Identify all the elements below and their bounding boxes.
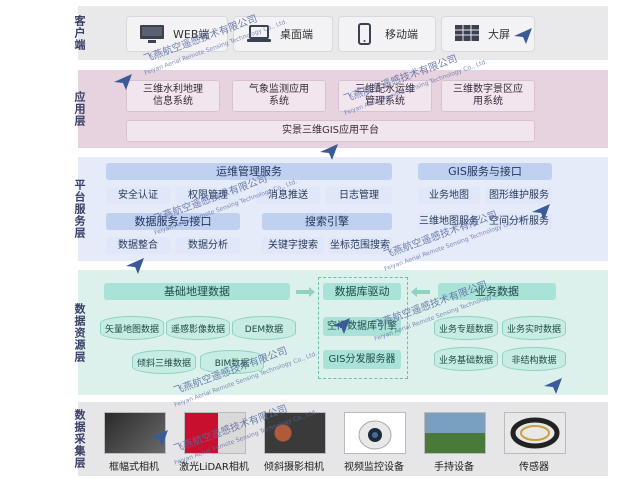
layer-label-collect: 数据采集层 (73, 409, 86, 469)
data-item-1: 数据整合 (106, 237, 170, 254)
collect-label-6: 传感器 (519, 462, 549, 473)
base-item-oblique: 倾斜三维数据 (132, 350, 196, 374)
app-system-2: 气象监测应用 系统 (232, 80, 326, 112)
collect-label-2: 激光LiDAR相机 (179, 462, 249, 473)
arrow-right-icon (411, 287, 430, 297)
ops-item-1: 安全认证 (106, 187, 170, 204)
sensor-image (504, 412, 566, 454)
gis-item-1: 业务地图 (418, 187, 480, 204)
search-item-1: 关键字搜索 (262, 237, 324, 254)
client-web: WEB端 (126, 16, 228, 52)
plane-logo-icon (544, 378, 562, 394)
client-bigscreen-label: 大屏 (488, 28, 510, 41)
plane-logo-icon (320, 144, 338, 160)
client-desktop: 桌面端 (233, 16, 333, 52)
engine-item-2: GIS分发服务器 (323, 350, 401, 369)
plane-logo-icon (126, 258, 144, 274)
plane-logo-icon (332, 318, 350, 334)
gis-item-4: 空间分析服务 (486, 213, 552, 230)
ops-item-2: 权限管理 (176, 187, 240, 204)
handheld-device-image (424, 412, 486, 454)
engine-group (318, 277, 408, 379)
app-platform-bar: 实景三维GIS应用平台 (126, 120, 535, 142)
data-service-title: 数据服务与接口 (106, 213, 240, 230)
collect-label-5: 手持设备 (434, 462, 474, 473)
collect-label-1: 框幅式相机 (109, 462, 159, 473)
client-desktop-label: 桌面端 (280, 28, 313, 41)
biz-item-3: 业务基础数据 (434, 347, 498, 371)
biz-item-1: 业务专题数据 (434, 316, 498, 340)
search-item-2: 坐标范围搜索 (328, 237, 392, 254)
gis-item-3: 三维地图服务 (418, 213, 480, 230)
layer-label-app: 应用层 (73, 91, 86, 127)
lidar-camera-image (184, 412, 246, 454)
plane-logo-icon (514, 28, 532, 44)
monitor-icon (139, 24, 165, 44)
cctv-camera-image (344, 412, 406, 454)
app-system-1: 三维水利地理 信息系统 (126, 80, 220, 112)
laptop-icon (246, 24, 272, 44)
layer-label-client: 客户端 (73, 15, 86, 51)
app-system-4: 三维数字景区应 用系统 (441, 80, 535, 112)
dome-camera-icon (358, 420, 392, 450)
data-item-2: 数据分析 (176, 237, 240, 254)
engine-title: 数据库驱动 (323, 283, 401, 300)
biz-item-4: 非结构数据 (502, 347, 566, 371)
ops-item-3: 消息推送 (256, 187, 320, 204)
plane-logo-icon (532, 204, 550, 220)
collect-label-3: 倾斜摄影相机 (264, 462, 324, 473)
ops-item-4: 日志管理 (326, 187, 392, 204)
cable-icon (510, 417, 560, 449)
client-mobile: 移动端 (338, 16, 436, 52)
biz-item-2: 业务实时数据 (502, 316, 566, 340)
search-engine-title: 搜索引擎 (262, 213, 392, 230)
layer-label-platform: 平台服务层 (73, 179, 86, 239)
layer-label-resource: 数据资源层 (73, 302, 86, 363)
gis-service-title: GIS服务与接口 (418, 163, 552, 180)
ops-service-title: 运维管理服务 (106, 163, 392, 180)
base-item-dem: DEM数据 (232, 316, 296, 340)
app-system-3: 三维配水运维 管理系统 (338, 80, 432, 112)
gis-item-2: 图形维护服务 (486, 187, 552, 204)
biz-data-title: 业务数据 (438, 283, 556, 300)
frame-camera-image (104, 412, 166, 454)
grid-screen-icon (454, 24, 480, 44)
client-web-label: WEB端 (173, 28, 210, 41)
base-geo-title: 基础地理数据 (104, 283, 290, 300)
phone-icon (351, 23, 377, 45)
collect-label-4: 视频监控设备 (344, 462, 404, 473)
plane-logo-icon (150, 430, 168, 446)
arrow-left-icon (296, 287, 315, 297)
base-item-bim: BIM数据 (200, 350, 264, 374)
oblique-camera-image (264, 412, 326, 454)
plane-logo-icon (114, 74, 132, 90)
base-item-rs: 遥感影像数据 (166, 316, 230, 340)
base-item-vector: 矢量地图数据 (100, 316, 164, 340)
client-mobile-label: 移动端 (385, 28, 418, 41)
